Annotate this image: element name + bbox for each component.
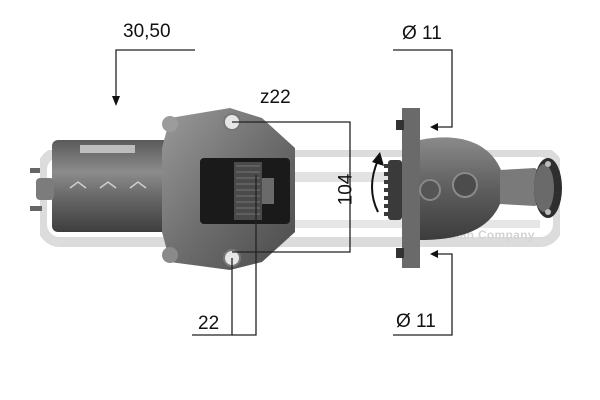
dimension-label-30-50: 30,50 [123, 21, 171, 42]
dimension-label-diameter-bottom: Ø 11 [396, 311, 436, 332]
dimension-label-22: 22 [198, 313, 220, 334]
side-view-starter [384, 108, 562, 268]
motor-cylinder [30, 140, 182, 232]
dimension-label-diameter-top: Ø 11 [402, 23, 442, 44]
dimension-label-length-104: 104 [335, 173, 357, 206]
rotation-direction-arrow [371, 152, 384, 213]
gear-housing [162, 108, 295, 270]
dimension-label-teeth-count: z22 [260, 87, 291, 108]
dimension-lines [115, 49, 453, 336]
dimension-arrowheads [112, 96, 438, 258]
